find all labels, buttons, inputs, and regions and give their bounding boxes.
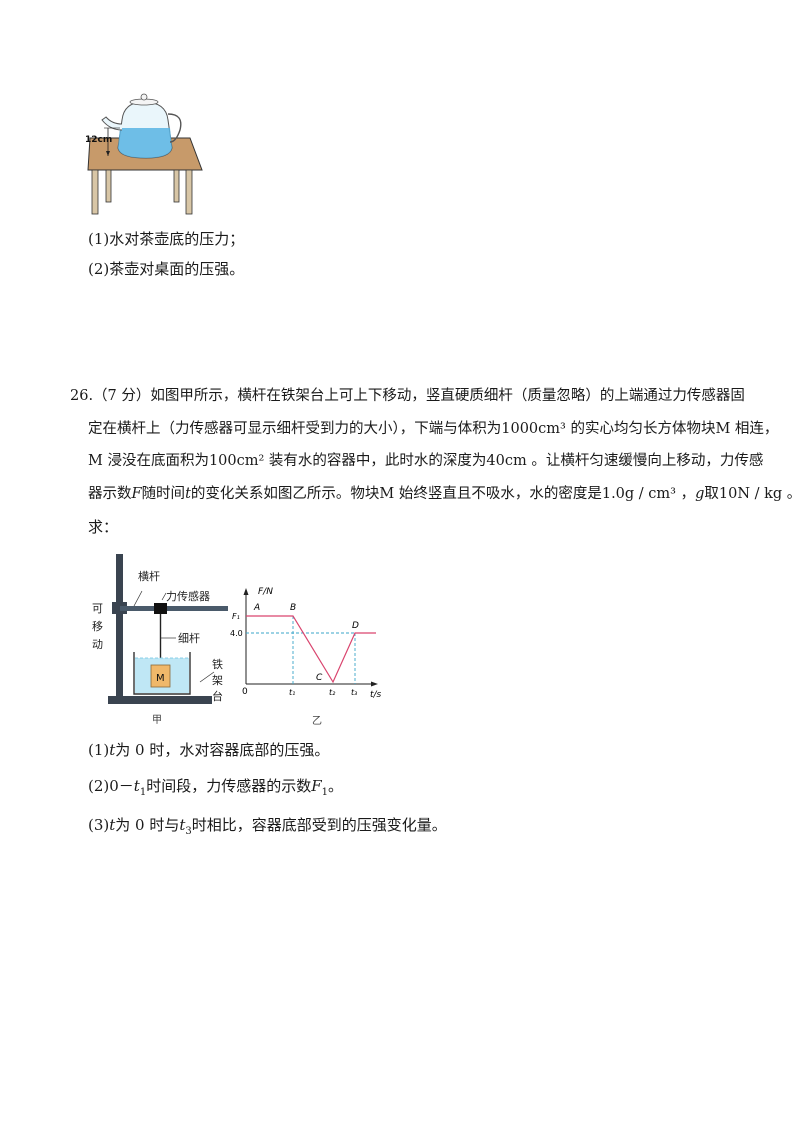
q26-line4: 器示数F随时间t的变化关系如图乙所示。物块M 始终竖直且不吸水，水的密度是1.0… (88, 484, 800, 504)
label-stand-3: 台 (212, 689, 223, 703)
label-stand-1: 铁 (212, 658, 223, 671)
q26-sub2-b: 时间段，力传感器的示数 (146, 777, 312, 795)
x-tick-t3: t₃ (351, 688, 357, 697)
q26-line4-c: 的变化关系如图乙所示。物块M 始终竖直且不吸水，水的密度是1.0g / cm³ … (190, 486, 696, 502)
q26-sub2-a: (2)0－ (88, 777, 134, 795)
var-t: t (109, 816, 116, 834)
point-d: D (352, 621, 359, 631)
label-movable-3: 动 (92, 638, 103, 651)
table-leg (91, 169, 99, 215)
table-leg (185, 169, 193, 215)
q26-sub3-b: 为 0 时与 (115, 816, 180, 834)
q26-line1: 26.（7 分）如图甲所示，横杆在铁架台上可上下移动，竖直硬质细杆（质量忽略）的… (70, 388, 745, 404)
stand-pole (116, 554, 123, 698)
q26-sub3-c: 时相比，容器底部受到的压强变化量。 (191, 816, 447, 834)
leader-crossbar (133, 590, 143, 607)
q26-line2: 定在横杆上（力传感器可显示细杆受到力的大小），下端与体积为1000cm³ 的实心… (88, 421, 779, 437)
var-t: t (133, 777, 140, 795)
prev-question-sub2: (2)茶壶对桌面的压强。 (88, 260, 245, 278)
var-t: t (109, 741, 116, 759)
table-leg (173, 169, 180, 203)
x-tick-t1: t₁ (289, 688, 295, 697)
stand-base (108, 696, 212, 704)
block-m (150, 664, 171, 688)
force-sensor (154, 603, 167, 614)
label-crossbar: 横杆 (138, 569, 160, 583)
q26-line4-b: 随时间 (141, 486, 186, 502)
teapot-table-figure: 12cm (85, 93, 203, 215)
q26-sub2-c: 。 (328, 777, 344, 795)
label-movable-2: 移 (92, 620, 103, 633)
var-F-sub: 1 (321, 787, 329, 798)
teapot-knob (140, 93, 148, 101)
var-t3: t (179, 816, 186, 834)
var-g: g (695, 486, 705, 502)
q26-sub1: (1)t为 0 时，水对容器底部的压强。 (88, 740, 329, 760)
q26-sub3-a: (3) (88, 816, 110, 834)
var-F: F (131, 486, 142, 502)
label-rod: 细杆 (178, 631, 200, 645)
origin-label: 0 (242, 687, 248, 697)
label-stand-2: 架 (212, 674, 223, 687)
q26-sub1-b: 为 0 时，水对容器底部的压强。 (115, 741, 330, 759)
leader-stand (199, 671, 215, 683)
caption-jia: 甲 (152, 715, 162, 726)
q26-sub3: (3)t为 0 时与t3时相比，容器底部受到的压强变化量。 (88, 815, 447, 842)
y-tick-4: 4.0 (230, 629, 243, 638)
figure-jia-apparatus: M 横杆 力传感器 细杆 可 移 动 铁 架 台 甲 (92, 554, 228, 726)
height-label: 12cm (85, 135, 112, 145)
var-t-sub: 1 (139, 787, 147, 798)
y-tick-f1: F₁ (232, 612, 240, 621)
figure-yi-graph: F/N t/s 0 F₁ 4.0 t₁ t₂ t₃ A B C D 乙 (230, 587, 382, 727)
label-sensor: 力传感器 (166, 590, 210, 603)
teapot-spout (101, 116, 123, 131)
q26-line4-d: 取10N / kg 。 (704, 486, 800, 502)
x-axis-arrow (371, 681, 378, 687)
teapot-water (118, 128, 172, 158)
x-tick-t2: t₂ (329, 688, 336, 697)
q26-line3: M 浸没在底面积为100cm² 装有水的容器中，此时水的深度为40cm 。让横杆… (88, 453, 764, 469)
table-leg (105, 169, 112, 203)
prev-question-sub1: (1)水对茶壶底的压力； (88, 230, 245, 248)
var-F: F (311, 777, 322, 795)
var-t: t (185, 486, 191, 502)
leader-sensor (161, 592, 167, 601)
water-container (133, 652, 191, 695)
caption-yi: 乙 (312, 715, 322, 727)
q26-line4-a: 器示数 (88, 486, 132, 502)
point-a: A (253, 603, 260, 613)
teapot-handle (167, 113, 182, 143)
block-m-label: M (156, 673, 165, 684)
point-c: C (316, 673, 323, 683)
q26-sub2: (2)0－t1时间段，力传感器的示数F1。 (88, 776, 343, 803)
dimension-arrow (106, 151, 110, 156)
q26-line5: 求： (88, 518, 119, 536)
point-b: B (290, 603, 296, 613)
var-t3-sub: 3 (185, 826, 192, 837)
crossbar (120, 606, 228, 611)
f-t-line (246, 615, 376, 684)
y-axis-label: F/N (258, 587, 273, 597)
q26-sub1-a: (1) (88, 741, 110, 759)
label-movable-1: 可 (92, 602, 103, 615)
x-axis-label: t/s (370, 690, 382, 700)
y-axis-arrow (243, 588, 249, 595)
